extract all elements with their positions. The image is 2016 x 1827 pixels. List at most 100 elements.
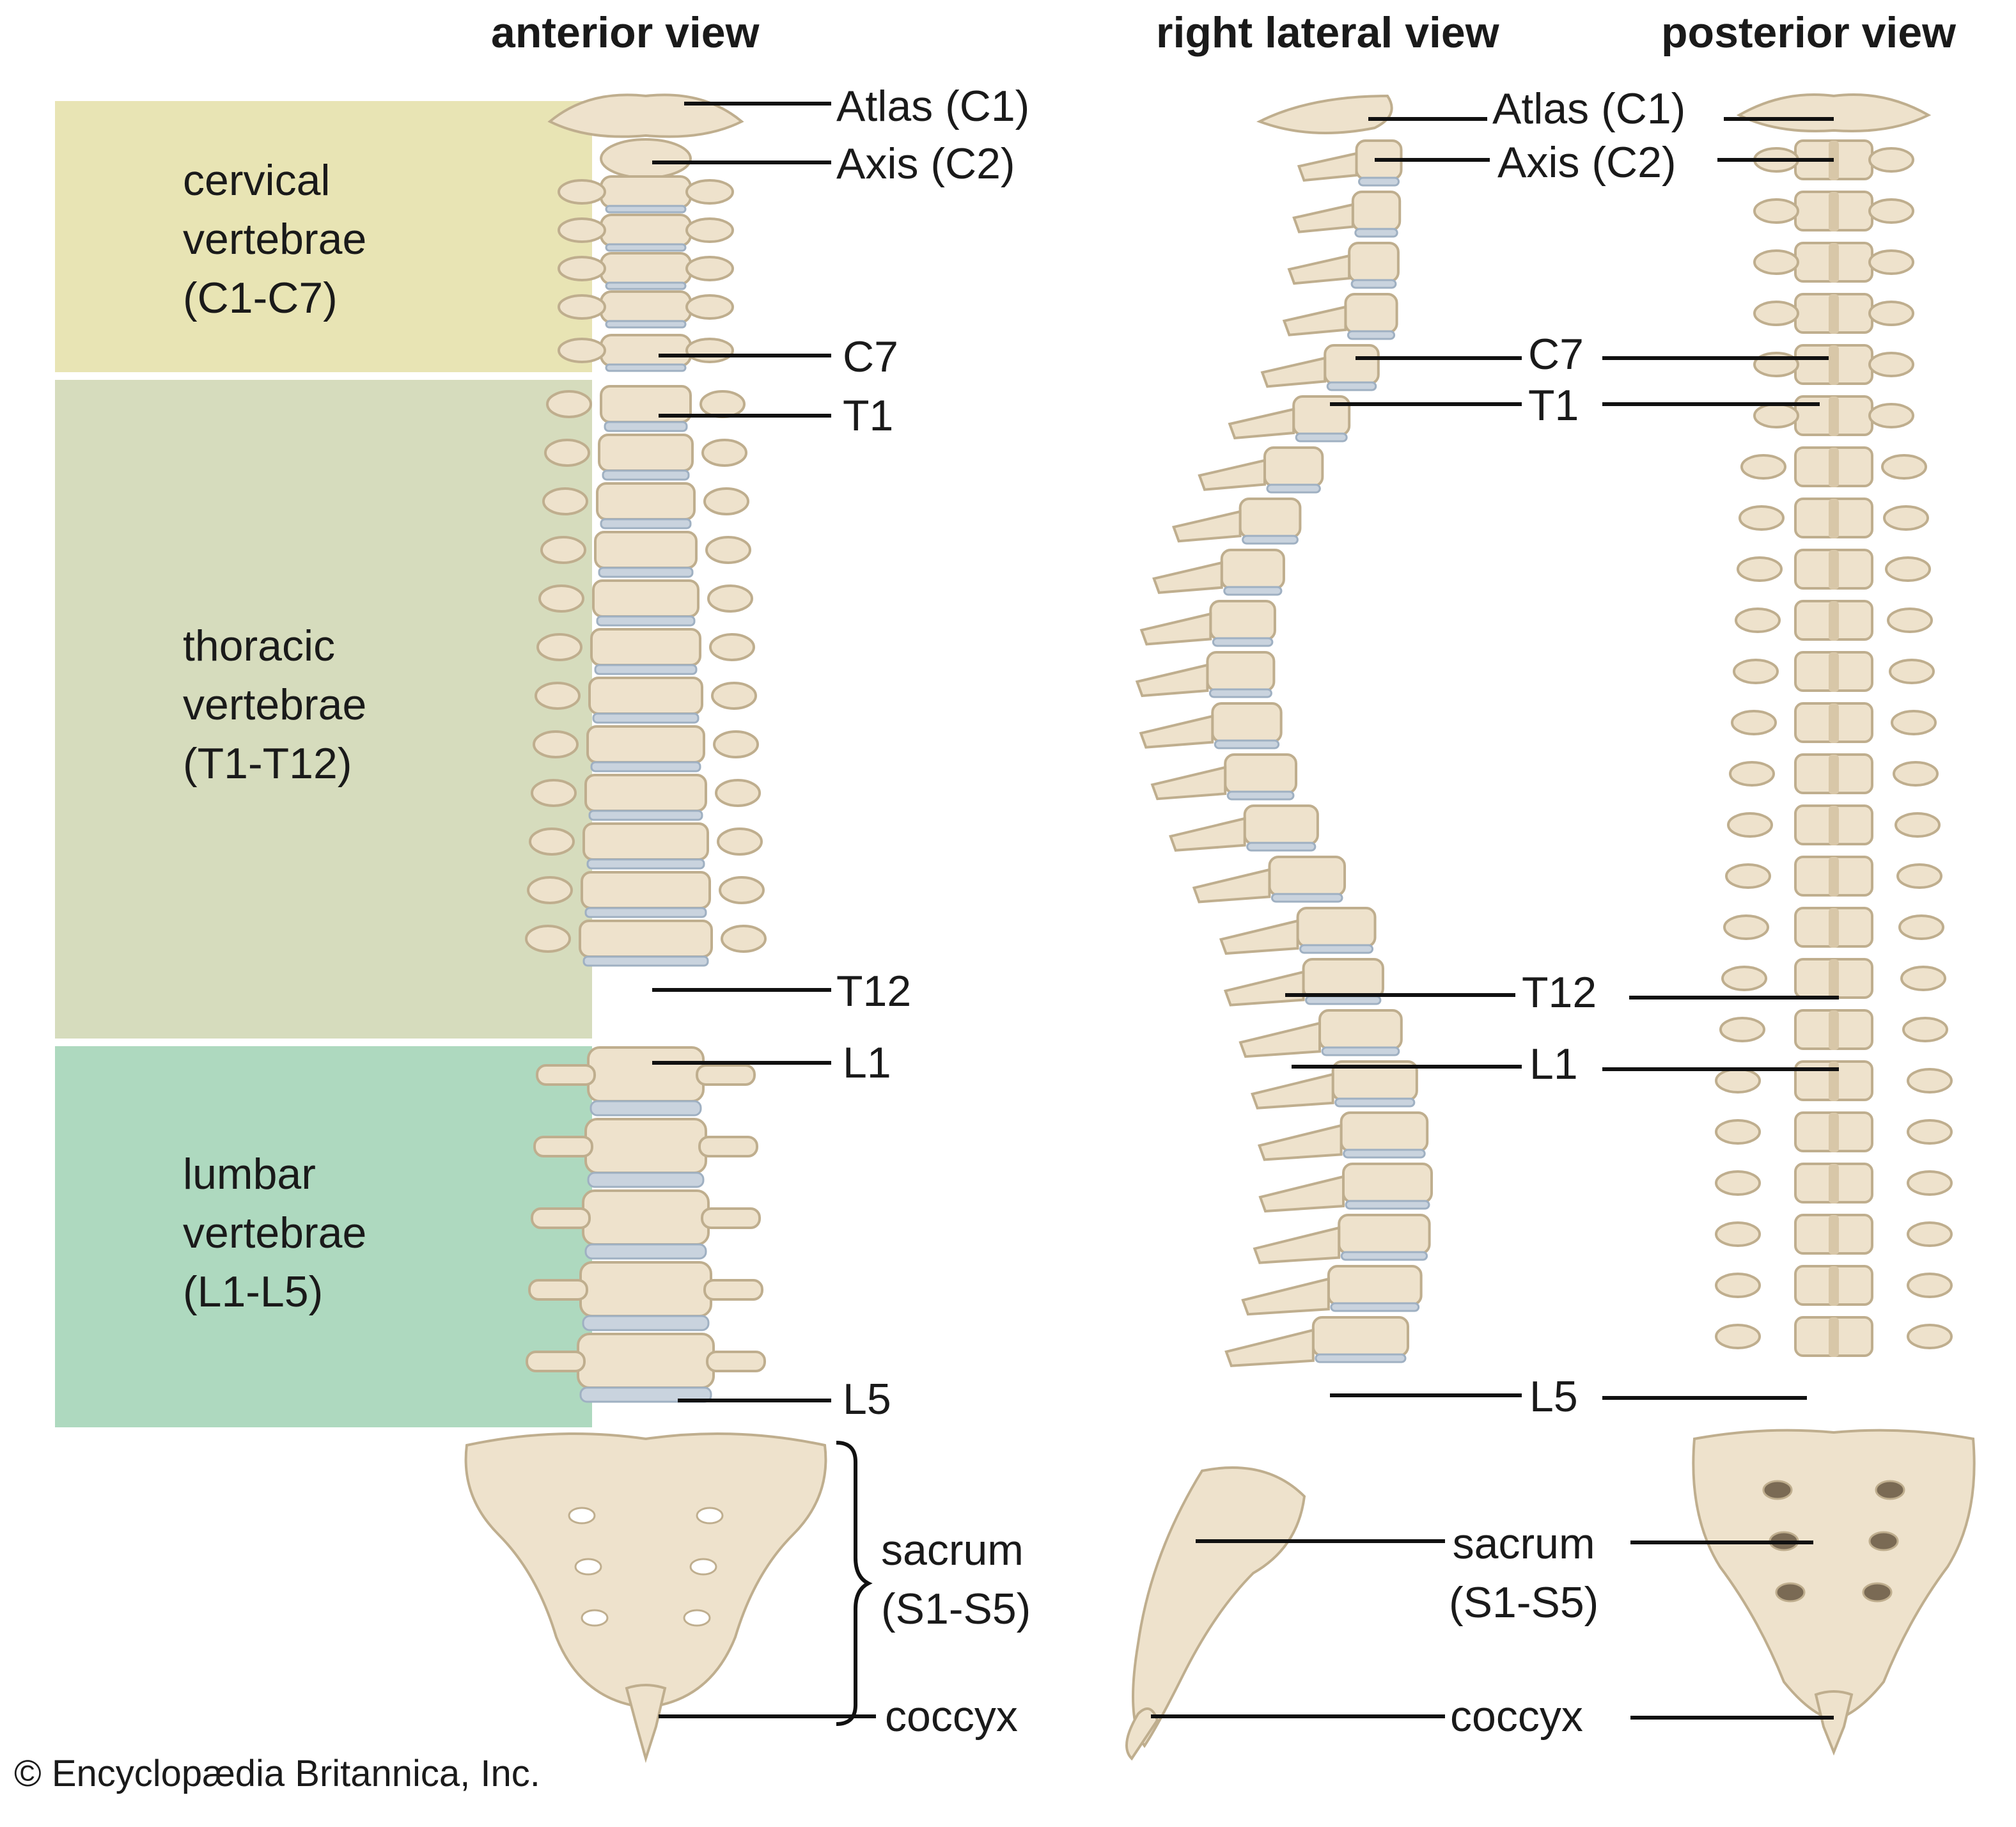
anterior-rib-facet [699, 390, 746, 418]
anterior-atlas [547, 93, 744, 138]
anterior-rib-facet [527, 876, 573, 904]
anterior-t1-label: T1 [843, 391, 894, 440]
posterior-transverse-process [1907, 1273, 1953, 1298]
anterior-rib-facet [533, 730, 579, 758]
anterior-rib-facet [703, 487, 749, 515]
lateral-disc [1350, 279, 1397, 289]
anterior-spine [464, 93, 827, 1763]
anterior-thoracic-body [594, 531, 698, 569]
anterior-disc [579, 1386, 712, 1403]
posterior-transverse-process [1733, 659, 1779, 684]
lateral-spinous-process [1152, 561, 1223, 594]
posterior-transverse-process [1715, 1273, 1761, 1298]
lumbar-label-line3: (L1-L5) [183, 1267, 324, 1316]
anterior-l5-label: L5 [843, 1375, 891, 1423]
lateral-disc [1326, 381, 1377, 391]
posterior-spinous-process [1829, 550, 1839, 590]
posterior-transverse-process [1721, 966, 1767, 991]
anterior-sacrum-line1: sacrum [881, 1526, 1024, 1574]
posterior-transverse-process [1719, 1017, 1765, 1042]
anterior-rib-facet [721, 925, 767, 953]
anterior-transverse-process [706, 1351, 766, 1372]
cervical-label-line2: vertebrae [183, 215, 367, 263]
thoracic-label: thoracic vertebrae (T1-T12) [183, 616, 366, 793]
posterior-spinous-process [1829, 499, 1839, 538]
lateral-disc [1321, 1046, 1400, 1056]
lumbar-label-line2: vertebrae [183, 1209, 367, 1257]
lateral-disc [1266, 483, 1321, 494]
anterior-sacrum-bracket [836, 1441, 873, 1726]
lateral-spinous-process [1251, 1072, 1334, 1110]
lumbar-band [55, 1046, 592, 1427]
anterior-rib-facet [715, 779, 761, 807]
lateral-vertebral-body [1211, 702, 1283, 743]
thoracic-label-line3: (T1-T12) [183, 739, 352, 788]
posterior-transverse-process [1739, 505, 1785, 531]
thoracic-label-line1: thoracic [183, 622, 336, 670]
anterior-axis-label: Axis (C2) [836, 139, 1015, 188]
lateral-vertebral-body [1344, 293, 1398, 334]
posterior-transverse-process [1896, 863, 1942, 889]
anterior-rib-facet [542, 487, 588, 515]
lateral-vertebral-body [1318, 1009, 1403, 1050]
posterior-transverse-process [1731, 710, 1777, 735]
anterior-disc [602, 469, 690, 481]
anterior-lumbar-body [577, 1333, 715, 1389]
posterior-sacral-foramen [1868, 1531, 1899, 1551]
anterior-lumbar-body [587, 1046, 705, 1102]
anterior-disc [584, 1243, 707, 1260]
lateral-spinous-process [1241, 1277, 1330, 1316]
posterior-spinous-process [1829, 703, 1839, 743]
anterior-sacrum-line2: (S1-S5) [881, 1585, 1031, 1633]
lateral-atlas-label: Atlas (C1) [1492, 84, 1686, 133]
posterior-transverse-process [1900, 966, 1946, 991]
anterior-axis [600, 138, 692, 179]
lateral-disc [1299, 944, 1374, 954]
lateral-disc [1340, 1251, 1428, 1261]
anterior-thoracic-body [598, 434, 694, 472]
posterior-spinous-process [1829, 1062, 1839, 1101]
cervical-label-line1: cervical [183, 156, 331, 205]
anterior-sacral-foramen [689, 1558, 717, 1576]
anterior-rib-facet [701, 439, 747, 467]
anterior-lumbar-body [579, 1261, 712, 1317]
posterior-spinous-process [1829, 959, 1839, 999]
lateral-coccyx [1125, 1707, 1159, 1761]
posterior-transverse-process [1868, 249, 1914, 275]
lateral-disc [1214, 739, 1280, 749]
lateral-spinous-process [1139, 612, 1212, 646]
anterior-rib-facet [709, 633, 755, 661]
lateral-spinous-process [1287, 254, 1351, 285]
lateral-t12-label: T12 [1522, 968, 1597, 1017]
anterior-disc [598, 567, 694, 578]
anterior-sacral-foramen [581, 1609, 609, 1627]
posterior-sacral-foramen [1862, 1582, 1893, 1603]
anterior-cervical-body [600, 334, 692, 367]
posterior-sacrum [1692, 1429, 1976, 1722]
posterior-transverse-process [1887, 608, 1933, 633]
posterior-transverse-process [1735, 608, 1781, 633]
anterior-c7-label: C7 [843, 333, 898, 381]
anterior-transverse-process [528, 1279, 588, 1301]
lateral-vertebral-body [1209, 600, 1276, 641]
posterior-transverse-process [1893, 761, 1939, 787]
lateral-vertebral-body [1296, 907, 1377, 948]
posterior-transverse-process [1737, 556, 1783, 582]
anterior-coccyx [625, 1684, 667, 1763]
posterior-transverse-process [1868, 147, 1914, 173]
anterior-cervical-process [558, 294, 606, 320]
anterior-rib-facet [538, 584, 584, 613]
lateral-spinous-process [1169, 817, 1246, 852]
posterior-transverse-process [1885, 556, 1931, 582]
lateral-l5-label: L5 [1529, 1372, 1578, 1421]
anterior-disc [605, 363, 687, 372]
posterior-spinous-process [1829, 1164, 1839, 1204]
anterior-lumbar-body [582, 1189, 710, 1246]
anterior-cervical-process [685, 294, 734, 320]
thoracic-label-line2: vertebrae [183, 680, 367, 729]
posterior-spinous-process [1829, 652, 1839, 692]
anterior-cervical-process [558, 179, 606, 205]
anterior-disc [590, 1100, 702, 1117]
anterior-disc [600, 518, 692, 529]
